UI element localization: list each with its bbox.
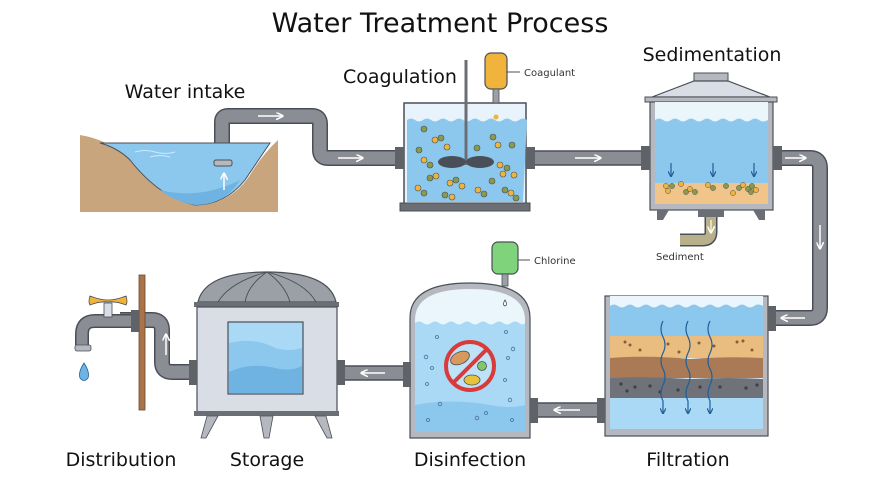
filter-flow-arrow-icon bbox=[708, 320, 712, 413]
coagulant-label: Coagulant bbox=[524, 68, 575, 79]
stage-water-intake: Water intake bbox=[80, 81, 278, 212]
stage-disinfection: Chlorine Disinfection bbox=[403, 241, 576, 471]
filter-water-layer bbox=[610, 304, 763, 336]
sediment-outlet-pipe bbox=[680, 217, 716, 245]
water-drop-icon bbox=[79, 362, 89, 381]
stage-coagulation: Coagulation Coagulant bbox=[343, 52, 575, 212]
sediment-label: Sediment bbox=[656, 252, 704, 263]
stage-label-coagulation: Coagulation bbox=[343, 66, 457, 88]
mixer-blade-icon bbox=[438, 156, 466, 168]
no-bacteria-icon bbox=[444, 340, 496, 392]
filter-sand-layer bbox=[610, 336, 763, 358]
chlorine-bottle-icon bbox=[491, 241, 519, 275]
wall-post bbox=[138, 274, 146, 411]
filter-gravel-layer bbox=[610, 356, 763, 378]
pipe-storage-to-tap bbox=[120, 313, 195, 379]
tap-handle-icon[interactable] bbox=[88, 295, 128, 306]
stage-label-storage: Storage bbox=[230, 449, 304, 471]
stage-label-disinfection: Disinfection bbox=[414, 449, 526, 471]
chlorine-label: Chlorine bbox=[534, 256, 576, 267]
coagulant-bottle-icon bbox=[484, 52, 508, 90]
tap-faucet-icon[interactable] bbox=[76, 315, 131, 345]
stage-filtration: Filtration bbox=[597, 295, 776, 471]
filter-flow-arrows bbox=[661, 320, 712, 413]
sediment-particles bbox=[663, 181, 759, 196]
storage-dome bbox=[197, 271, 337, 303]
stage-label-filtration: Filtration bbox=[646, 449, 729, 471]
diagram-title: Water Treatment Process bbox=[272, 8, 609, 39]
pipes bbox=[120, 108, 828, 418]
stage-label-distribution: Distribution bbox=[66, 449, 177, 471]
stage-distribution: Distribution bbox=[66, 274, 177, 471]
floc-particles bbox=[414, 125, 520, 202]
stage-label-sedimentation: Sedimentation bbox=[643, 44, 782, 66]
stage-storage: Storage bbox=[189, 271, 345, 471]
filter-clean-water-layer bbox=[610, 398, 763, 429]
stage-label-intake: Water intake bbox=[125, 81, 246, 103]
filter-flow-arrow-icon bbox=[661, 320, 665, 413]
stage-sedimentation: Sedimentation bbox=[641, 44, 782, 263]
filter-flow-arrow-icon bbox=[686, 320, 690, 413]
